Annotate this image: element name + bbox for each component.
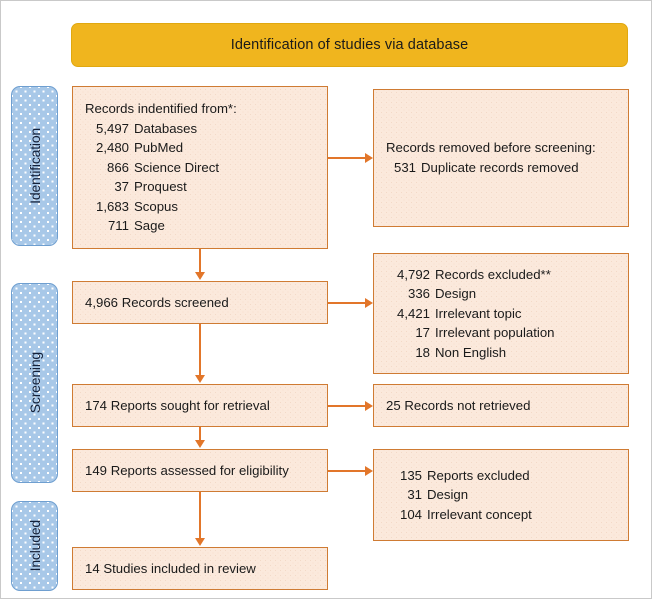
arrowhead-sought-to-assessed	[195, 440, 205, 448]
connector-identified-to-removed	[328, 157, 365, 159]
connector-screened-to-excluded	[328, 302, 365, 304]
reason-count: 31	[407, 487, 422, 503]
records-screened-row: 4,966 Records screened	[85, 293, 327, 313]
box-records-excluded: 4,792 Records excluded** 336 Design 4,42…	[373, 253, 629, 374]
records-identified-source-row: 866 Science Direct	[85, 158, 327, 178]
records-excluded-count: 4,792	[396, 266, 430, 282]
records-identified-source-row: 37 Proquest	[85, 177, 327, 197]
reason-count: 104	[399, 506, 422, 522]
source-count: 5,497	[95, 120, 129, 136]
reason-label: Irrelevant population	[435, 325, 555, 341]
studies-included-count: 14	[85, 560, 100, 576]
studies-included-row: 14 Studies included in review	[85, 559, 327, 579]
source-label: Databases	[134, 120, 198, 136]
arrowhead-identified-to-screened	[195, 272, 205, 280]
source-count: 1,683	[95, 198, 129, 214]
reports-sought-count: 174	[85, 397, 108, 413]
records-not-retrieved-label: Records not retrieved	[404, 397, 531, 413]
stage-tab-included-label: Included	[26, 520, 43, 572]
reason-count: 336	[407, 286, 430, 302]
reason-count: 17	[415, 325, 430, 341]
arrowhead-sought-to-not-retrieved	[365, 401, 373, 411]
reason-label: Design	[435, 286, 477, 302]
records-excluded-label: Records excluded**	[435, 266, 551, 282]
records-identified-heading: Records indentified from*:	[85, 101, 237, 117]
header-title: Identification of studies via database	[230, 37, 469, 53]
records-excluded-reason-row: 18 Non English	[386, 343, 628, 363]
reports-excluded-count: 135	[399, 467, 422, 483]
records-excluded-heading-row: 4,792 Records excluded**	[386, 265, 628, 285]
source-count: 37	[114, 179, 129, 195]
source-count: 711	[107, 218, 129, 234]
records-identified-source-row: 711 Sage	[85, 216, 327, 236]
arrowhead-identified-to-removed	[365, 153, 373, 163]
studies-included-label: Studies included in review	[103, 560, 256, 576]
reason-count: 4,421	[396, 305, 430, 321]
connector-screened-to-sought	[199, 324, 201, 376]
stage-tab-included: Included	[11, 501, 58, 591]
records-excluded-reason-row: 336 Design	[386, 284, 628, 304]
stage-tab-screening-label: Screening	[26, 352, 43, 414]
box-studies-included: 14 Studies included in review	[72, 547, 328, 590]
stage-tab-identification-label: Identification	[26, 128, 43, 204]
box-records-identified: Records indentified from*: 5,497 Databas…	[72, 86, 328, 249]
records-excluded-reason-row: 17 Irrelevant population	[386, 323, 628, 343]
box-reports-sought: 174 Reports sought for retrieval	[72, 384, 328, 427]
connector-identified-to-screened	[199, 249, 201, 273]
records-identified-source-row: 2,480 PubMed	[85, 138, 327, 158]
box-reports-excluded: 135 Reports excluded 31 Design 104 Irrel…	[373, 449, 629, 541]
diagram-header-banner: Identification of studies via database	[71, 23, 628, 67]
removed-count: 531	[393, 160, 416, 175]
records-identified-source-row: 1,683 Scopus	[85, 197, 327, 217]
reason-count: 18	[415, 344, 430, 360]
reports-excluded-label: Reports excluded	[427, 467, 530, 483]
connector-sought-to-assessed	[199, 427, 201, 441]
records-not-retrieved-row: 25 Records not retrieved	[386, 396, 628, 416]
box-reports-assessed: 149 Reports assessed for eligibility	[72, 449, 328, 492]
arrowhead-assessed-to-included	[195, 538, 205, 546]
reports-sought-label: Reports sought for retrieval	[110, 397, 270, 413]
reports-assessed-label: Reports assessed for eligibility	[110, 462, 289, 478]
source-label: Scopus	[134, 198, 178, 214]
reason-label: Design	[427, 487, 469, 503]
reason-label: Non English	[435, 344, 507, 360]
arrowhead-assessed-to-excluded	[365, 466, 373, 476]
records-not-retrieved-count: 25	[386, 397, 401, 413]
reports-sought-row: 174 Reports sought for retrieval	[85, 396, 327, 416]
arrowhead-screened-to-sought	[195, 375, 205, 383]
arrowhead-screened-to-excluded	[365, 298, 373, 308]
records-removed-row: 531 Duplicate records removed	[386, 158, 628, 178]
source-label: Sage	[134, 218, 165, 234]
reason-label: Irrelevant topic	[435, 305, 522, 321]
source-count: 2,480	[95, 140, 129, 156]
box-records-removed: Records removed before screening: 531 Du…	[373, 89, 629, 227]
reports-excluded-heading-row: 135 Reports excluded	[386, 466, 628, 486]
reason-label: Irrelevant concept	[427, 506, 532, 522]
source-label: Science Direct	[134, 159, 220, 175]
records-removed-heading: Records removed before screening:	[386, 140, 596, 156]
box-records-screened: 4,966 Records screened	[72, 281, 328, 324]
records-screened-label: Records screened	[121, 294, 229, 310]
source-label: Proquest	[134, 179, 187, 195]
reports-excluded-reason-row: 31 Design	[386, 485, 628, 505]
removed-label: Duplicate records removed	[421, 160, 579, 175]
box-records-not-retrieved: 25 Records not retrieved	[373, 384, 629, 427]
source-label: PubMed	[134, 140, 184, 156]
reports-assessed-row: 149 Reports assessed for eligibility	[85, 461, 327, 481]
connector-sought-to-not-retrieved	[328, 405, 365, 407]
connector-assessed-to-included	[199, 492, 201, 539]
records-excluded-reason-row: 4,421 Irrelevant topic	[386, 304, 628, 324]
records-screened-count: 4,966	[85, 294, 119, 310]
source-count: 866	[106, 159, 129, 175]
stage-tab-identification: Identification	[11, 86, 58, 246]
reports-excluded-reason-row: 104 Irrelevant concept	[386, 505, 628, 525]
records-identified-source-row: 5,497 Databases	[85, 119, 327, 139]
stage-tab-screening: Screening	[11, 283, 58, 483]
connector-assessed-to-excluded	[328, 470, 365, 472]
reports-assessed-count: 149	[85, 462, 108, 478]
